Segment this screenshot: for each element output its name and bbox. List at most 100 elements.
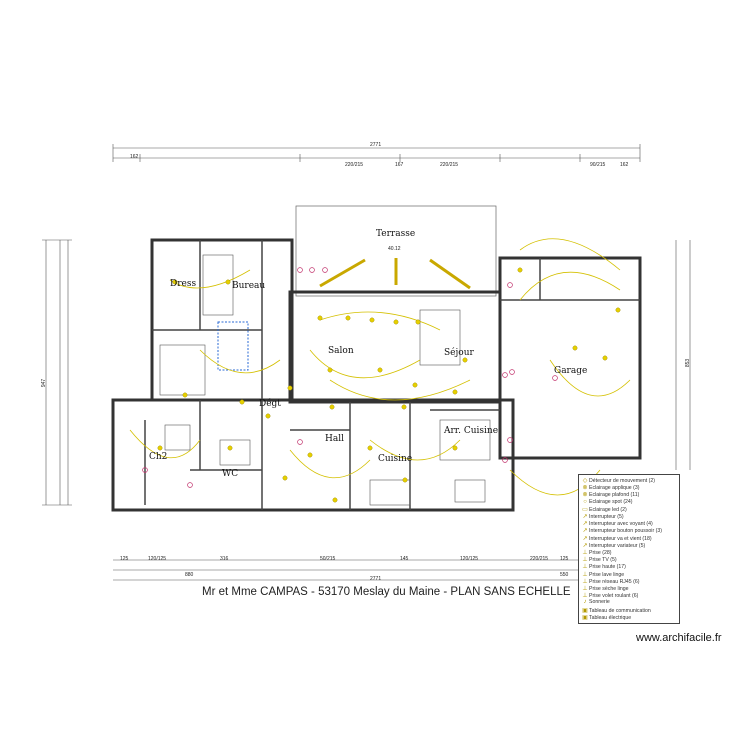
dim-bottom-8: 125 — [560, 556, 569, 562]
legend-label: Prise lave linge — [589, 571, 625, 578]
dim-bottom-left: 880 — [185, 572, 194, 578]
dim-bottom-7: 220/215 — [530, 556, 549, 562]
dim-top-5: 90/215 — [590, 162, 606, 168]
legend-symbol-icon: ⊗ — [582, 485, 588, 492]
legend-item: ▣Tableau électrique — [581, 614, 631, 621]
dim-bottom-6: 120/125 — [460, 556, 479, 562]
legend-label: Eclairage applique (3) — [589, 485, 640, 492]
legend-label: Prise sèche linge — [589, 586, 629, 592]
legend-label: Eclairage led (2) — [589, 506, 627, 513]
room-degt: Dégt — [259, 399, 281, 409]
legend-item: ↗Interrupteur avec voyant (4) — [581, 520, 653, 528]
legend-symbol-icon: ↗ — [582, 514, 588, 520]
legend-symbol-icon: ⊥ — [582, 593, 588, 600]
legend-label: Prise TV (5) — [589, 557, 617, 564]
legend-label: Sonnerie — [589, 599, 610, 606]
dim-bottom-3: 316 — [220, 556, 229, 562]
bottom-dimension-lines — [113, 559, 640, 581]
dim-bottom-1: 125 — [120, 556, 129, 562]
top-dimension-lines — [112, 144, 641, 162]
legend-item: ↗Interrupteur (5) — [581, 513, 624, 520]
legend-label: Prise haute (17) — [589, 564, 626, 571]
legend-symbol-icon: ▭ — [582, 506, 588, 513]
legend-item: ⊗Eclairage plafond (11) — [581, 491, 639, 498]
fixtures — [159, 254, 491, 506]
legend-symbol-icon: ◇ — [582, 478, 588, 484]
right-dimension-lines — [675, 240, 691, 470]
legend-label: Interrupteur va et vient (18) — [589, 535, 652, 542]
legend-symbol-icon: ⊥ — [582, 564, 588, 571]
legend-item: ⊥Prise sèche linge — [581, 585, 629, 592]
legend-item: ♪Sonnerie — [581, 599, 610, 606]
legend-item: ⊥Prise réseau RJ45 (6) — [581, 578, 639, 585]
legend-symbol-icon: ⊥ — [582, 586, 588, 592]
legend: ◇Détecteur de mouvement (2)⊗Eclairage ap… — [578, 474, 680, 624]
room-ch2: Ch2 — [149, 452, 168, 462]
room-cuisine: Cuisine — [378, 454, 413, 464]
legend-item: ↗Interrupteur variateur (5) — [581, 542, 645, 549]
legend-symbol-icon: ▣ — [582, 614, 588, 621]
legend-item: ⊥Prise volet roulant (6) — [581, 592, 638, 599]
dim-total-bottom: 2771 — [370, 576, 382, 582]
room-garage: Garage — [554, 366, 588, 376]
terrasse-arrows — [319, 258, 471, 290]
legend-symbol-icon: ↗ — [582, 528, 588, 535]
dim-top-6: 162 — [620, 162, 629, 168]
legend-symbol-icon: ↗ — [582, 542, 588, 549]
dim-left-height: 947 — [41, 378, 48, 388]
legend-symbol-icon: ▣ — [582, 607, 588, 614]
legend-label: Tableau électrique — [589, 614, 632, 621]
room-salon: Salon — [328, 346, 354, 356]
legend-symbol-icon: ⊥ — [582, 578, 588, 585]
terrasse-size: 40.12 — [388, 246, 401, 252]
legend-symbol-icon: ○ — [583, 498, 587, 505]
light-points — [157, 267, 621, 503]
dim-right-height: 853 — [685, 358, 692, 368]
legend-label: Prise (28) — [589, 550, 612, 556]
dim-top-4: 220/215 — [440, 162, 459, 168]
left-dimension-lines — [42, 239, 72, 506]
dim-top-2: 220/215 — [345, 162, 364, 168]
legend-label: Prise volet roulant (6) — [589, 593, 639, 600]
switch-points — [142, 267, 558, 488]
legend-item: ▭Eclairage led (2) — [581, 506, 627, 513]
legend-item: ↗Interrupteur bouton poussoir (3) — [581, 527, 662, 535]
legend-label: Détecteur de mouvement (2) — [589, 478, 656, 484]
legend-item: ⊥Prise haute (17) — [581, 563, 626, 570]
exterior-walls — [111, 238, 642, 512]
interior-walls — [144, 240, 640, 510]
legend-symbol-icon: ⊥ — [582, 557, 588, 564]
dim-bottom-right: 550 — [560, 572, 569, 578]
dim-total-top: 2771 — [370, 142, 382, 148]
watermark: www.archifacile.fr — [636, 632, 722, 644]
legend-label: Interrupteur avec voyant (4) — [589, 521, 653, 528]
legend-label: Eclairage spot (24) — [589, 498, 633, 505]
room-terrasse: Terrasse — [376, 229, 416, 239]
legend-label: Interrupteur (5) — [589, 514, 624, 520]
room-arr-cuisine: Arr. Cuisine — [444, 426, 499, 436]
legend-label: Interrupteur bouton poussoir (3) — [589, 528, 662, 535]
legend-label: Prise réseau RJ45 (6) — [589, 578, 640, 585]
legend-symbol-icon: ⊗ — [582, 492, 588, 499]
legend-symbol-icon: ↗ — [582, 535, 588, 542]
legend-item: ⊥Prise TV (5) — [581, 556, 617, 564]
legend-item: ▣Tableau de communication — [581, 607, 651, 614]
legend-item: ◇Détecteur de mouvement (2) — [581, 477, 655, 484]
legend-symbol-icon: ↗ — [582, 521, 588, 528]
dim-bottom-4: 50/215 — [320, 556, 336, 562]
room-wc: WC — [222, 469, 239, 479]
plan-title: Mr et Mme CAMPAS - 53170 Meslay du Maine… — [202, 586, 571, 598]
legend-label: Tableau de communication — [589, 607, 651, 614]
legend-item: ⊥Prise (28) — [581, 549, 612, 556]
legend-label: Eclairage plafond (11) — [589, 492, 640, 499]
dim-bottom-5: 145 — [400, 556, 409, 562]
room-hall: Hall — [325, 434, 344, 444]
legend-item: ↗Interrupteur va et vient (18) — [581, 535, 652, 542]
dim-bottom-2: 120/125 — [148, 556, 167, 562]
dim-top-3: 167 — [395, 162, 404, 168]
legend-symbol-icon: ⊥ — [582, 550, 588, 556]
legend-symbol-icon: ♪ — [583, 599, 587, 606]
legend-symbol-icon: ⊥ — [582, 571, 588, 578]
room-bureau: Bureau — [232, 281, 266, 291]
legend-item: ○Eclairage spot (24) — [581, 498, 633, 506]
